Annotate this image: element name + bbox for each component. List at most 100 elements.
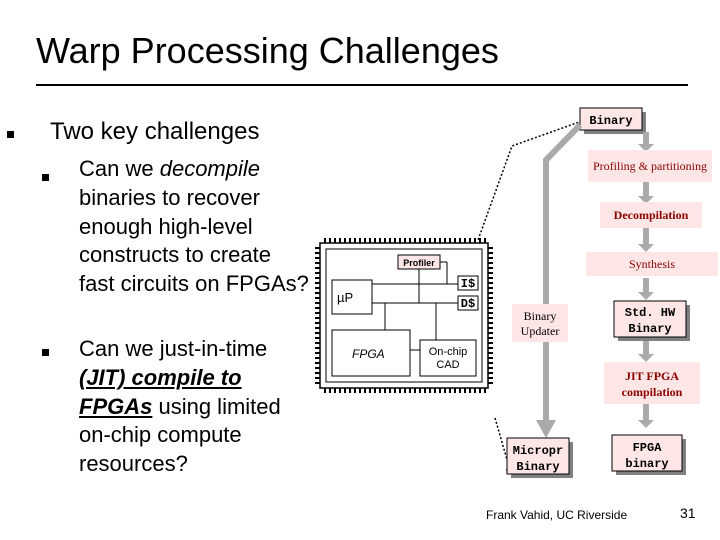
chip-pin (354, 238, 356, 244)
chip-pin (449, 387, 451, 393)
chip-pin (487, 307, 493, 309)
chip-pin (487, 252, 493, 254)
sub2-post: using limited on-chip compute resources? (79, 393, 281, 477)
chip-pin (487, 297, 493, 299)
micropr-binary-label-1: Micropr (513, 444, 563, 458)
profiler-label: Profiler (403, 258, 435, 268)
chip-pin (409, 238, 411, 244)
chip-pin (349, 387, 351, 393)
std-hw-binary-label-2: Binary (628, 322, 671, 336)
chip-pin (324, 387, 326, 393)
chip-pin (474, 238, 476, 244)
chip-pin (315, 282, 321, 284)
chip-pin (459, 238, 461, 244)
chip-pin (487, 317, 493, 319)
chip-pin (344, 387, 346, 393)
bullet-square-icon (7, 131, 14, 138)
chip-pin (429, 238, 431, 244)
profiling-box (588, 150, 712, 182)
binary-feed-line (477, 120, 583, 241)
chip-pin (464, 238, 466, 244)
chip-pin (315, 307, 321, 309)
chip-pin (469, 238, 471, 244)
chip-pin (315, 322, 321, 324)
icache-label: I$ (461, 277, 475, 291)
chip-pin (487, 357, 493, 359)
chip-pin (315, 247, 321, 249)
chip-pin (434, 238, 436, 244)
chip-pin (315, 272, 321, 274)
chip-pin (484, 387, 486, 393)
chip-pin (414, 238, 416, 244)
chip-pin (487, 332, 493, 334)
chip-pin (315, 302, 321, 304)
chip-pin (374, 387, 376, 393)
fpga-label: FPGA (352, 347, 385, 361)
sub-bullet-square-icon (42, 349, 49, 356)
chip-pin (404, 238, 406, 244)
chip-pin (384, 387, 386, 393)
decompilation-label: Decompilation (614, 208, 689, 222)
chip-pin (315, 382, 321, 384)
sub1-pre: Can we (79, 156, 160, 181)
chip-pin (315, 312, 321, 314)
footer-author: Frank Vahid, UC Riverside (486, 508, 628, 522)
icache-box (457, 275, 479, 291)
chip-pin (315, 347, 321, 349)
chip-pin (315, 287, 321, 289)
chip-pin (359, 238, 361, 244)
chip-pin (439, 387, 441, 393)
page-number: 31 (680, 505, 696, 521)
chip-wires (372, 261, 458, 351)
chip-pin (449, 238, 451, 244)
chip-pin (487, 377, 493, 379)
title-underline (36, 84, 688, 86)
chip-pin (429, 387, 431, 393)
chip-pin (487, 352, 493, 354)
main-bullet: Two key challenges (50, 118, 260, 145)
std-hw-binary-label-1: Std. HW (625, 306, 676, 320)
binary-updater-label-1: Binary (524, 309, 557, 323)
fpga-binary-label-2: binary (625, 457, 668, 471)
sub2-emph: (JIT) compile to FPGAs (79, 364, 242, 419)
chip-pin (487, 382, 493, 384)
chip-pin (487, 267, 493, 269)
chip-pin (315, 342, 321, 344)
chip-pin (469, 387, 471, 393)
chip-pin (374, 238, 376, 244)
chip-pin (487, 262, 493, 264)
chip-pin (474, 387, 476, 393)
chip-pin (324, 238, 326, 244)
profiling-label: Profiling & partitioning (593, 159, 707, 173)
chip-pin (315, 332, 321, 334)
binary-updater-label-2: Updater (521, 324, 560, 338)
onchip-cad-label-2: CAD (436, 359, 459, 371)
chip-pin (329, 238, 331, 244)
chip-pin (329, 387, 331, 393)
chip-pin (444, 238, 446, 244)
chip-pin (487, 287, 493, 289)
chip: Profiler µP I$ D$ FPGA On-chip CAD (315, 238, 493, 393)
chip-pin (359, 387, 361, 393)
chip-pin (444, 387, 446, 393)
chip-pin (369, 238, 371, 244)
chip-pin (344, 238, 346, 244)
chip-pin (479, 387, 481, 393)
sub2-pre: Can we just-in-time (79, 336, 268, 361)
sub-bullet-jit: Can we just-in-time (JIT) compile to FPG… (79, 335, 314, 479)
sub-bullet-decompile: Can we decompile binaries to recover eno… (79, 155, 309, 299)
chip-pin (464, 387, 466, 393)
chip-pin (389, 238, 391, 244)
sub1-post: binaries to recover enough high-level co… (79, 184, 309, 297)
chip-pin (354, 387, 356, 393)
chip-pin (369, 387, 371, 393)
fpga-binary-label-1: FPGA (633, 441, 663, 455)
chip-pin (315, 362, 321, 364)
chip-pin (315, 317, 321, 319)
chip-pin (315, 292, 321, 294)
chip-pin (487, 342, 493, 344)
chip-pin (384, 238, 386, 244)
micropr-binary-label-2: Binary (516, 460, 559, 474)
chip-pin (315, 337, 321, 339)
left-flow-path (543, 122, 583, 420)
